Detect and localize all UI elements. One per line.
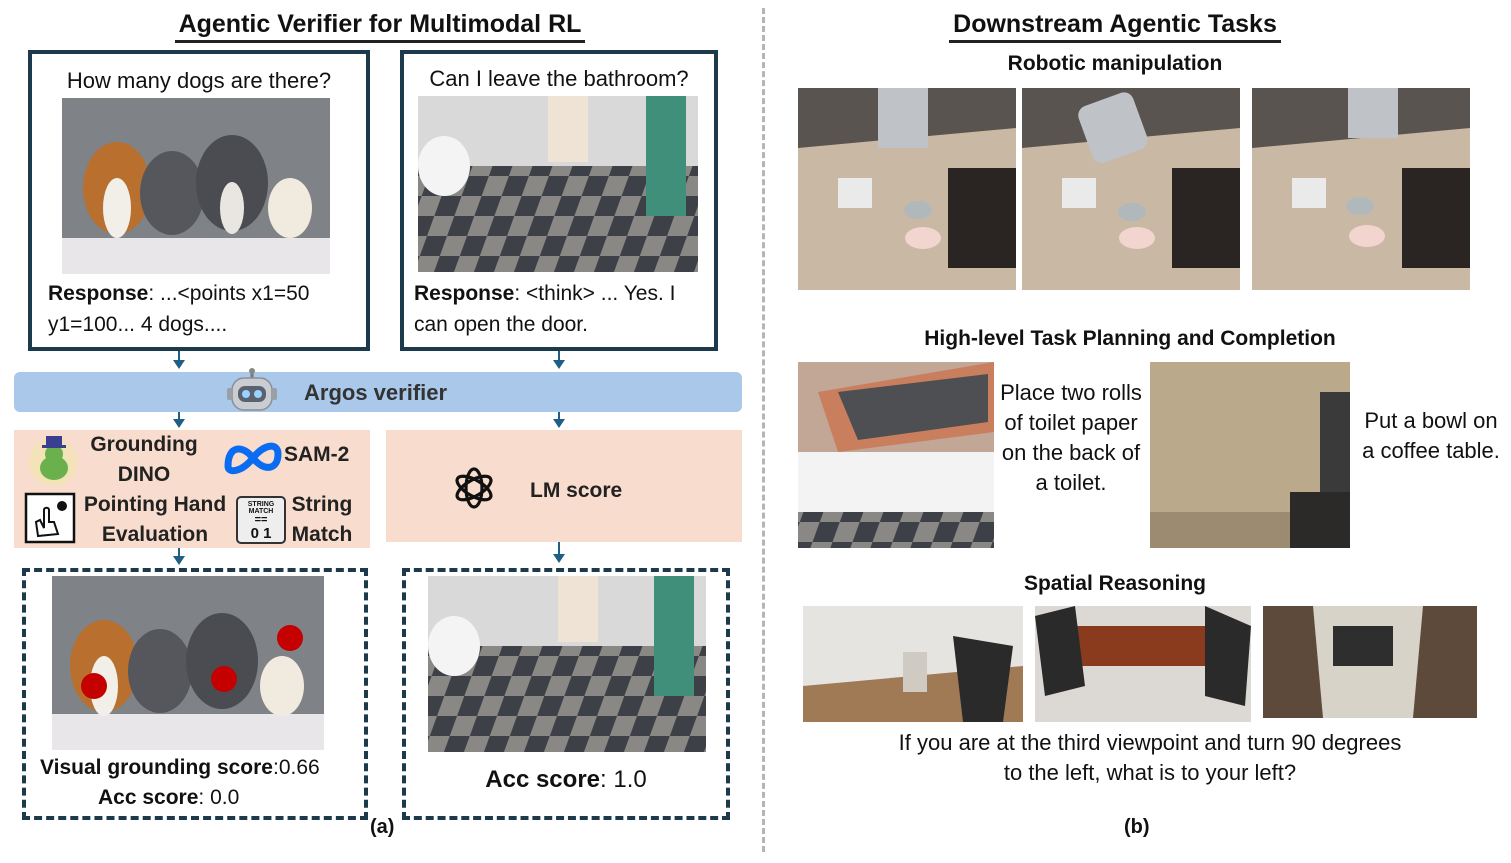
acc-score-dogs: Acc score: 0.0 [98,786,240,809]
string-match-icon: STRING MATCH == 0 1 [236,496,286,544]
arrow-line [178,548,180,558]
tools-box-grounding: Grounding DINO SAM-2 Pointing Hand Evalu… [14,430,370,548]
arrow-head [173,419,185,428]
acc-score-bathroom: Acc score: 1.0 [485,766,647,793]
task2-caption: Put a bowl on a coffee table. [1362,408,1500,463]
robotic-manipulation-heading: Robotic manipulation [1007,52,1223,75]
task-planning-heading: High-level Task Planning and Completion [924,327,1336,350]
task1-caption: Place two rolls of toilet paper on the b… [1000,380,1142,495]
bathroom-image [418,96,698,272]
pointing-hand-icon [24,492,76,544]
arrow-head [553,360,565,369]
arrow-line [558,412,560,421]
arrow-head [173,556,185,565]
panel-label-a: (a) [370,816,395,838]
arrow-line [558,542,560,556]
right-title: Downstream Agentic Tasks [930,10,1300,43]
viewpoint-3-image [1263,606,1477,718]
dogs-grounded-image [52,576,324,750]
question-box-dogs: How many dogs are there? Response: ...<p… [28,50,370,351]
spatial-question: If you are at the third viewpoint and tu… [898,730,1402,785]
arrow-line [178,351,180,362]
sink-scene-image [798,362,994,548]
question-bathroom: Can I leave the bathroom? [429,66,689,91]
meta-icon [222,440,284,476]
spatial-reasoning-heading: Spatial Reasoning [1023,572,1207,595]
response-bathroom: Response: <think> ... Yes. I can open th… [414,282,676,336]
dogs-image [62,98,330,274]
grounding-point [81,673,107,699]
verifier-label: Argos verifier [304,380,448,405]
bathroom-output-image [428,576,706,752]
robot-icon [226,368,278,416]
arrow-head [553,554,565,563]
panel-label-b: (b) [1124,816,1150,838]
viewpoint-2-image [1035,606,1251,722]
grounding-point [277,625,303,651]
tools-box-lm: LM score [386,430,742,542]
robot-scene-3 [1252,88,1470,290]
grounding-point [211,666,237,692]
arrow-head [173,360,185,369]
pointing-hand-label: Pointing Hand Evaluation [83,493,227,546]
living-room-image [1150,362,1350,548]
question-dogs: How many dogs are there? [66,68,332,93]
output-box-dogs: Visual grounding score:0.66 Acc score: 0… [22,568,368,820]
left-title: Agentic Verifier for Multimodal RL [160,10,600,43]
lm-score-label: LM score [530,479,623,502]
robot-scene-2 [1022,88,1240,290]
arrow-head [553,419,565,428]
panel-divider [762,8,765,852]
grounding-dino-icon [24,432,82,488]
arrow-line [178,412,180,421]
string-match-label: String Match [291,493,353,546]
question-box-bathroom: Can I leave the bathroom? Response: <thi… [400,50,718,351]
robot-scene-1 [798,88,1016,290]
arrow-line [558,351,560,362]
response-dogs: Response: ...<points x1=50 y1=100... 4 d… [48,282,310,336]
output-box-bathroom: Acc score: 1.0 [402,568,730,820]
openai-icon [450,464,498,512]
visual-grounding-score: Visual grounding score:0.66 [40,756,320,779]
argos-verifier-bar: Argos verifier [14,368,742,412]
sam2-label: SAM-2 [284,443,350,466]
grounding-dino-label: Grounding DINO [90,433,198,486]
viewpoint-1-image [803,606,1023,722]
